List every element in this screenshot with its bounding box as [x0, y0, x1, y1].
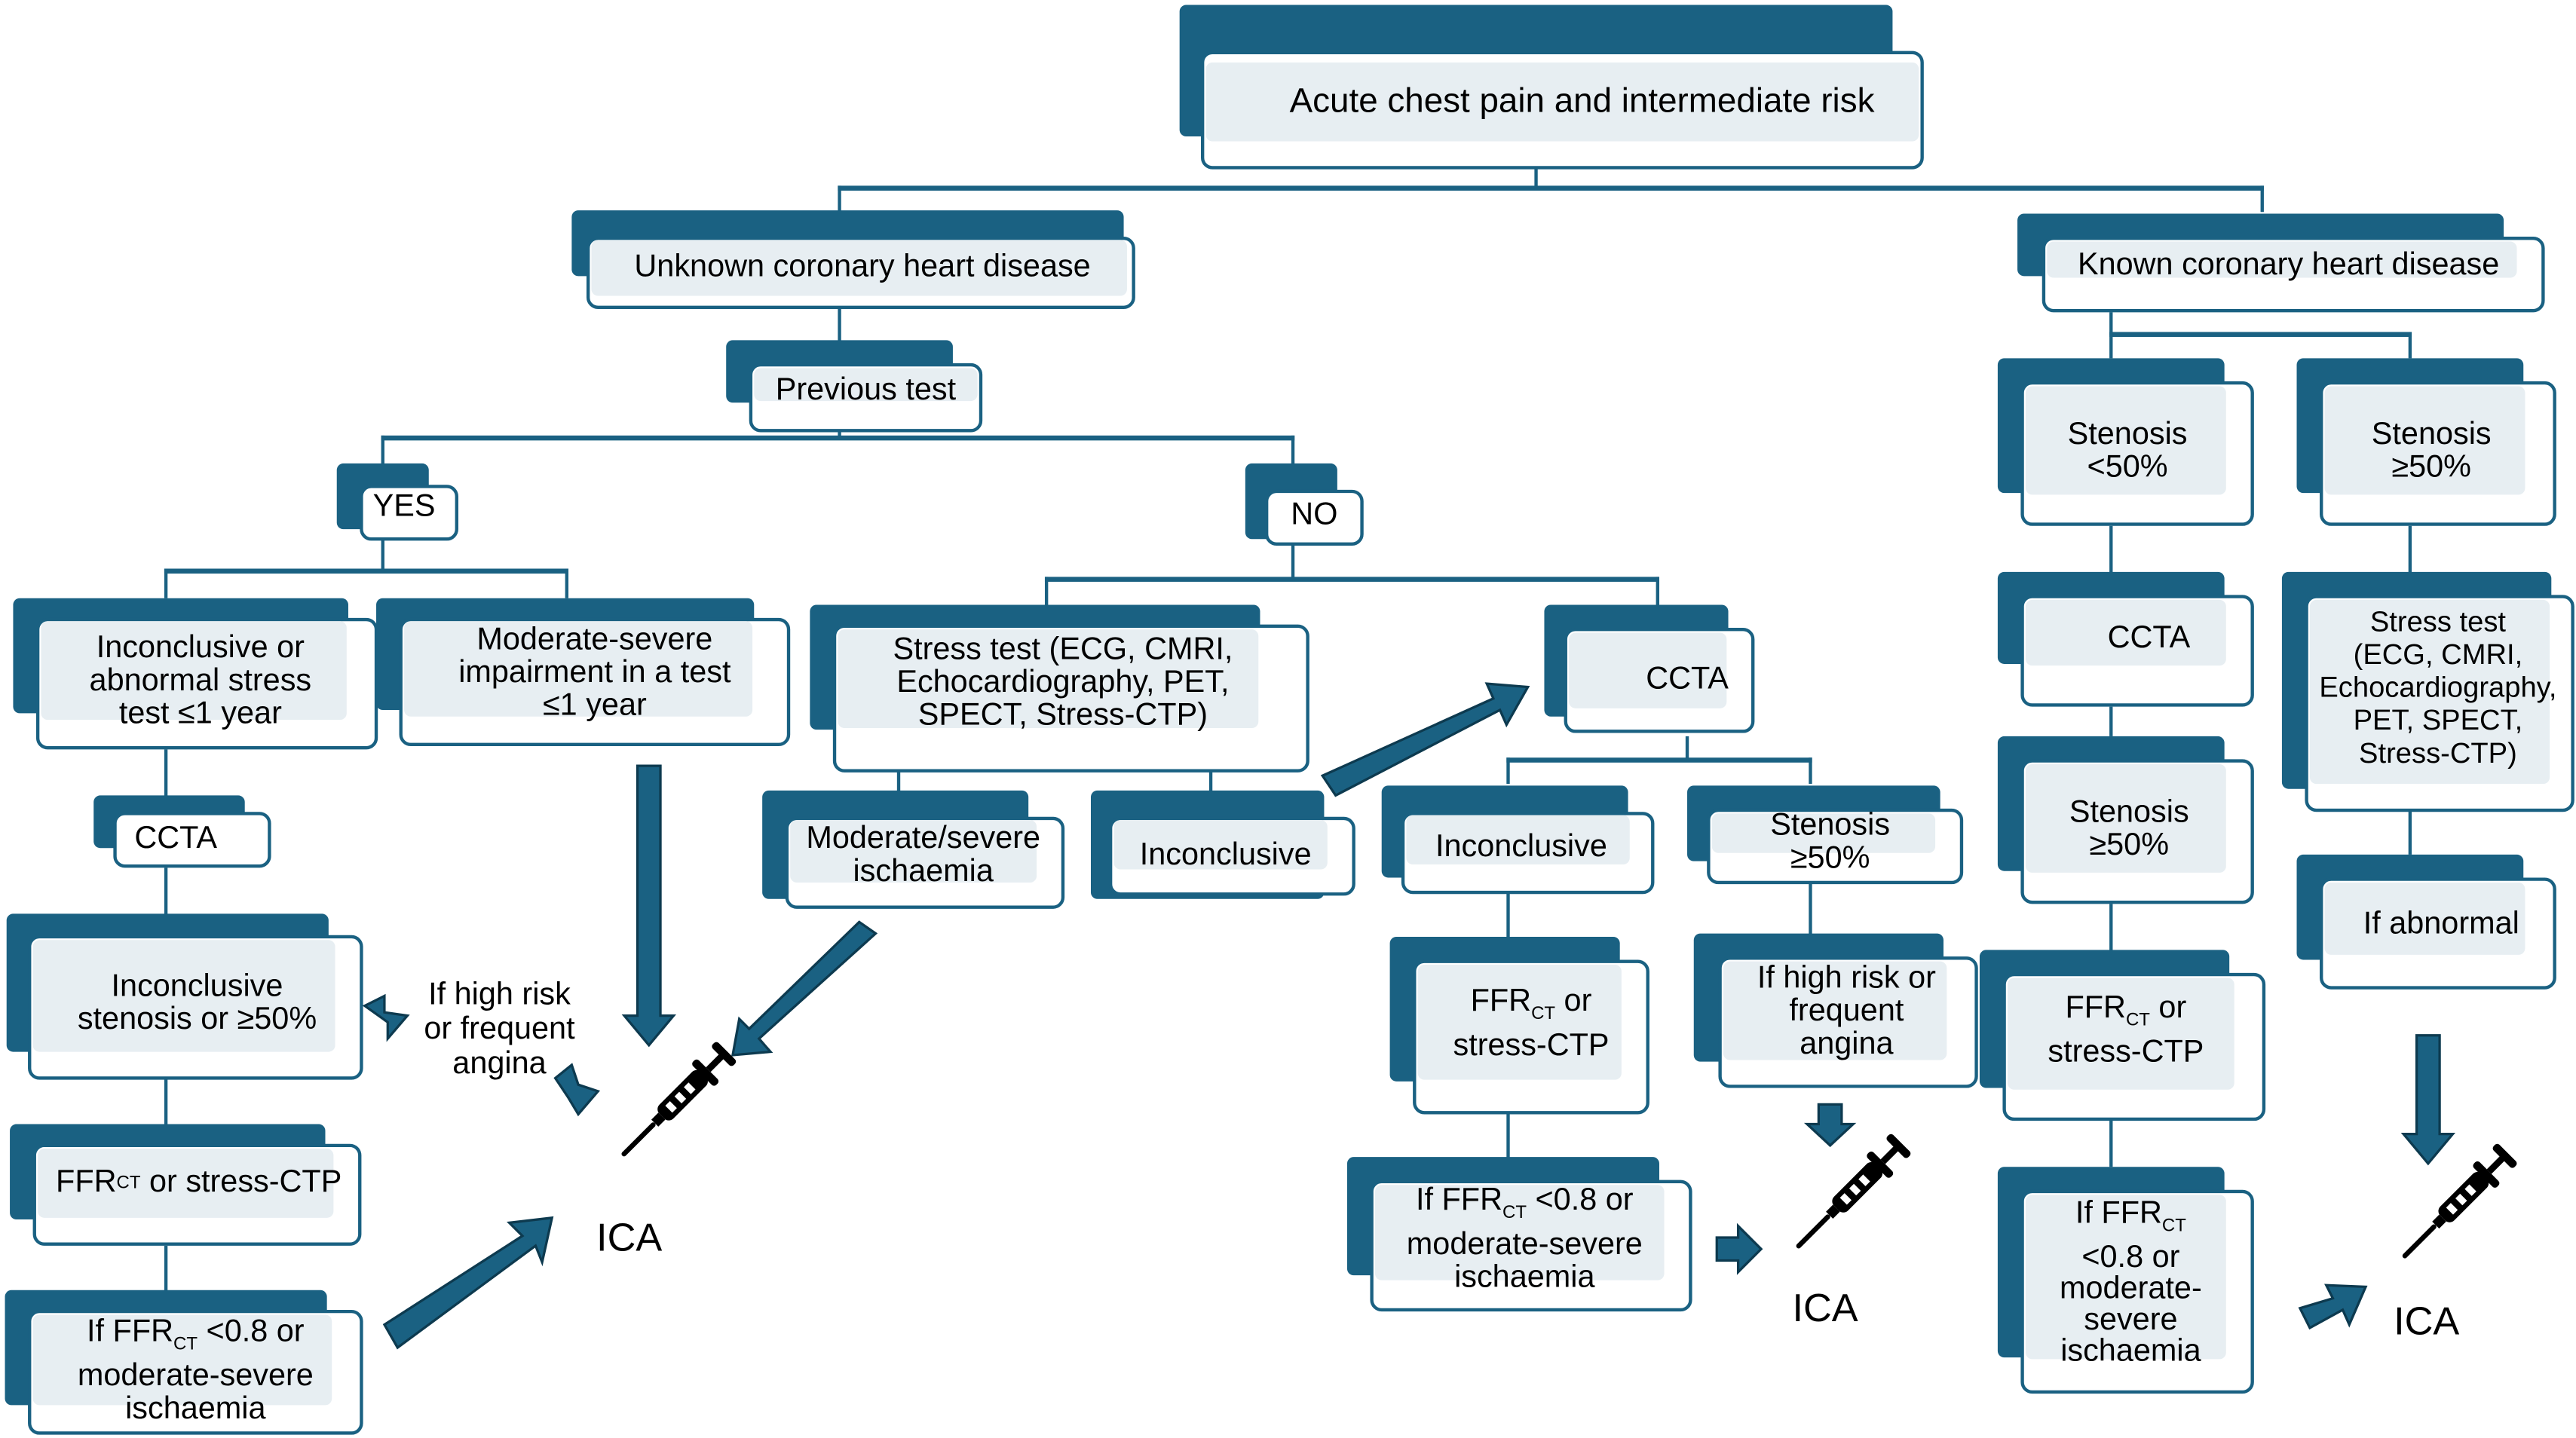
connector	[1809, 882, 1812, 935]
connector	[1291, 542, 1295, 579]
connector	[2109, 706, 2113, 736]
moderate-severe-impairment-label: Moderate-severe impairment in a test ≤1 …	[458, 623, 731, 724]
connector	[1506, 1112, 1510, 1159]
inconclusive-stress-label: Inconclusive	[1139, 838, 1312, 873]
connector	[1044, 577, 1659, 582]
arrow-to-ccta	[1320, 682, 1530, 797]
connector	[164, 568, 168, 598]
ffr-known-label: FFRCT or stress-CTP	[2048, 990, 2204, 1069]
ica-label-left: ICA	[596, 1216, 663, 1261]
stress-test-known-label: Stress test (ECG, CMRI, Echocardiography…	[2319, 604, 2557, 769]
ccta-yes-label: CCTA	[134, 821, 217, 857]
syringe-icon-center	[1785, 1131, 1913, 1259]
ccta-stenosis-label: Stenosis ≥50%	[1770, 808, 1891, 877]
known-chd-label: Known coronary heart disease	[2077, 248, 2500, 283]
arrow-down-high-risk	[1803, 1103, 1857, 1148]
root-label: Acute chest pain and intermediate risk	[1289, 82, 1875, 121]
ccta-known-label: CCTA	[2107, 621, 2191, 656]
arrow-diagonal-known	[2298, 1283, 2368, 1330]
connector	[1044, 577, 1049, 607]
ffr-no-label: FFRCT or stress-CTP	[1453, 984, 1610, 1063]
if-ffr-no-label: If FFRCT <0.8 or moderate-severe ischaem…	[1406, 1182, 1643, 1295]
connector	[1534, 164, 1538, 188]
yes-label: YES	[372, 489, 436, 525]
connector	[164, 749, 168, 799]
previous-test-label: Previous test	[775, 372, 957, 408]
connector	[1208, 766, 1213, 793]
connector	[381, 435, 1295, 441]
arrow-small-1	[362, 993, 410, 1042]
ccta-inconclusive-label: Inconclusive	[1435, 830, 1607, 864]
connector	[381, 535, 384, 572]
connector	[2408, 808, 2412, 855]
connector	[164, 1245, 168, 1296]
connector	[2109, 904, 2113, 953]
ica-label-right: ICA	[2394, 1299, 2460, 1345]
connector	[2109, 312, 2113, 335]
stenosis-ge50-label: Stenosis ≥50%	[2371, 417, 2492, 485]
inconclusive-stenosis-label: Inconclusive stenosis or ≥50%	[77, 969, 317, 1037]
unknown-chd-label: Unknown coronary heart disease	[634, 249, 1091, 285]
connector	[838, 308, 841, 342]
connector	[2408, 525, 2412, 576]
ccta-no-label: CCTA	[1646, 662, 1729, 697]
connector	[164, 867, 168, 917]
connector	[1291, 435, 1295, 466]
connector	[164, 1078, 168, 1127]
arrow-small-2	[553, 1063, 601, 1117]
inconclusive-abnormal-label: Inconclusive or abnormal stress test ≤1 …	[89, 631, 312, 732]
if-ffr-known-label: If FFRCT <0.8 or moderate- severe ischae…	[2060, 1195, 2202, 1369]
connector	[381, 435, 384, 466]
ccta-known-stenosis-label: Stenosis ≥50%	[2069, 795, 2189, 863]
connector	[2109, 1117, 2113, 1167]
arrow-right-if-ffr	[1715, 1222, 1763, 1275]
connector	[2109, 332, 2113, 359]
arrow-diagonal-ffr	[382, 1216, 554, 1350]
arrow-down-abnormal	[2400, 1034, 2456, 1166]
high-risk-note: If high risk or frequent angina	[424, 978, 575, 1082]
syringe-icon-left	[611, 1039, 739, 1167]
connector	[896, 766, 901, 793]
high-risk-label: If high risk or frequent angina	[1757, 961, 1936, 1062]
connector	[1656, 577, 1659, 607]
connector	[2109, 525, 2113, 576]
connector	[2408, 332, 2412, 359]
connector	[1506, 757, 1812, 763]
connector	[1685, 736, 1689, 760]
stenosis-lt50-label: Stenosis <50%	[2067, 417, 2188, 485]
connector	[838, 185, 2264, 191]
connector	[565, 568, 569, 598]
connector	[2260, 185, 2264, 213]
connector	[1506, 757, 1510, 785]
ica-label-center: ICA	[1792, 1287, 1858, 1332]
if-ffr-yes-label: If FFRCT <0.8 or moderate-severe ischaem…	[77, 1314, 314, 1426]
no-label: NO	[1291, 497, 1338, 533]
if-abnormal-label: If abnormal	[2363, 907, 2519, 942]
arrow-down-impairment	[621, 764, 676, 1048]
stress-test-label: Stress test (ECG, CMRI, Echocardiography…	[893, 632, 1233, 733]
connector	[1809, 757, 1812, 785]
connector	[164, 568, 569, 574]
connector	[2109, 332, 2412, 338]
connector	[838, 185, 841, 213]
arrow-diagonal-ischaemia	[731, 920, 878, 1057]
connector	[1506, 892, 1510, 939]
moderate-severe-ischaemia-label: Moderate/severe ischaemia	[806, 821, 1041, 889]
syringe-icon-right	[2391, 1141, 2519, 1270]
